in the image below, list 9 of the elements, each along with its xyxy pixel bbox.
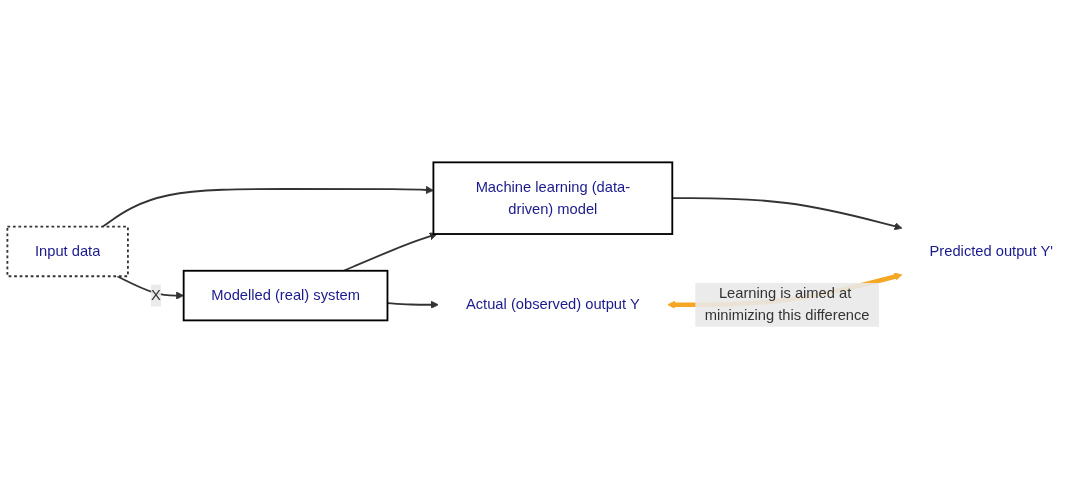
node-box: Modelled (real) system	[182, 269, 389, 321]
arrow	[116, 274, 184, 300]
arrow	[101, 185, 434, 228]
node-box: Machine learning (data-driven) model	[432, 160, 674, 235]
node-box: Input data	[6, 225, 129, 277]
edge-label: X	[150, 286, 161, 303]
node-text: Predicted output Y'	[929, 242, 1054, 259]
node-text: Actual (observed) output Y	[465, 296, 640, 312]
edge-label: Learning is aimed at minimizing this difference	[704, 285, 870, 323]
